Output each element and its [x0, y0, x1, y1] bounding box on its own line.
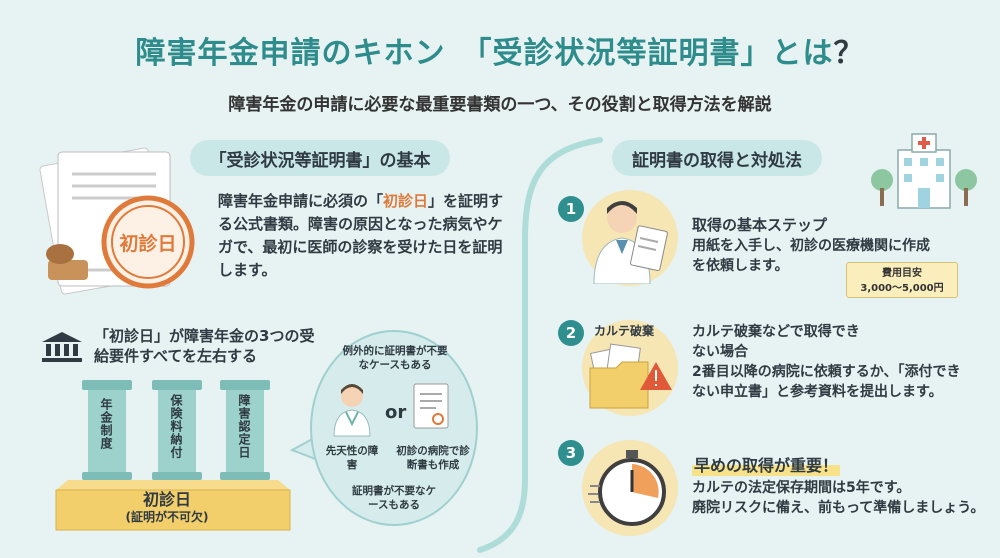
pillar-label: 保険料納付 [169, 394, 183, 459]
basic-description: 障害年金申請に必須の「初診日」を証明する公式書類。障害の原因となった病気やケガで… [218, 192, 504, 279]
bubble-right-caption: 初診の病院で診断書も作成 [396, 445, 470, 471]
certificate-icon [413, 383, 449, 429]
page-title: 障害年金申請のキホン 「受診状況等証明書」とは？ [135, 36, 865, 71]
hospital-icon [871, 133, 977, 209]
step3-number: 3 [558, 440, 584, 466]
step3-text1: カルテの法定保存期間は5年です。 [692, 480, 911, 496]
step1-title: 取得の基本ステップ [692, 216, 828, 234]
bubble-left-caption: 先天性の障害 [325, 445, 379, 471]
folder-warning-icon [589, 343, 672, 409]
step2-number: 2 [558, 320, 584, 346]
step3-title: 早めの取得が重要！ [692, 452, 841, 476]
cost-badge: 費用目安 3,000〜5,000円 [846, 262, 958, 298]
doctor-icon [593, 201, 668, 284]
or-text: or [385, 402, 407, 423]
page-subtitle: 障害年金の申請に必要な最重要書類の一つ、その役割と取得方法を解説 [228, 95, 772, 115]
bubble-top-text: 例外的に証明書が不要なケースもある [342, 345, 448, 371]
acquisition-section-header: 証明書の取得と対処法 [612, 140, 822, 176]
bank-icon [42, 332, 82, 362]
pillars-illustration [55, 380, 291, 531]
step3-text2: 廃院リスクに備え、前もって準備しましょう。 [692, 500, 985, 516]
step2-title: カルテ破棄などで取得できない場合 [692, 324, 860, 360]
pillar-label: 年金制度 [99, 398, 113, 450]
requirement-title: 「初診日」が障害年金の3つの受給要件すべてを左右する [94, 327, 315, 365]
stopwatch-icon [588, 450, 666, 526]
seal-text: 初診日 [119, 233, 177, 255]
document-stamp-icon [39, 147, 195, 295]
step2-label: カルテ破棄 [594, 324, 655, 338]
base-sublabel: (証明が不可欠) [125, 510, 209, 524]
basic-section-header: 「受診状況等証明書」の基本 [190, 140, 450, 176]
step1-text: 用紙を入手し、初診の医療機関に作成を依頼します。 [692, 238, 930, 274]
step1-number: 1 [558, 196, 584, 222]
base-label: 初診日 [142, 490, 191, 509]
step2-text: 2番目以降の病院に依頼するか、「添付できない申立書」と参考資料を提出します。 [692, 364, 961, 400]
doctor-icon [333, 384, 371, 437]
bubble-bottom-text: 証明書が不要なケースもある [352, 485, 436, 511]
pillar-label: 障害認定日 [237, 394, 251, 459]
